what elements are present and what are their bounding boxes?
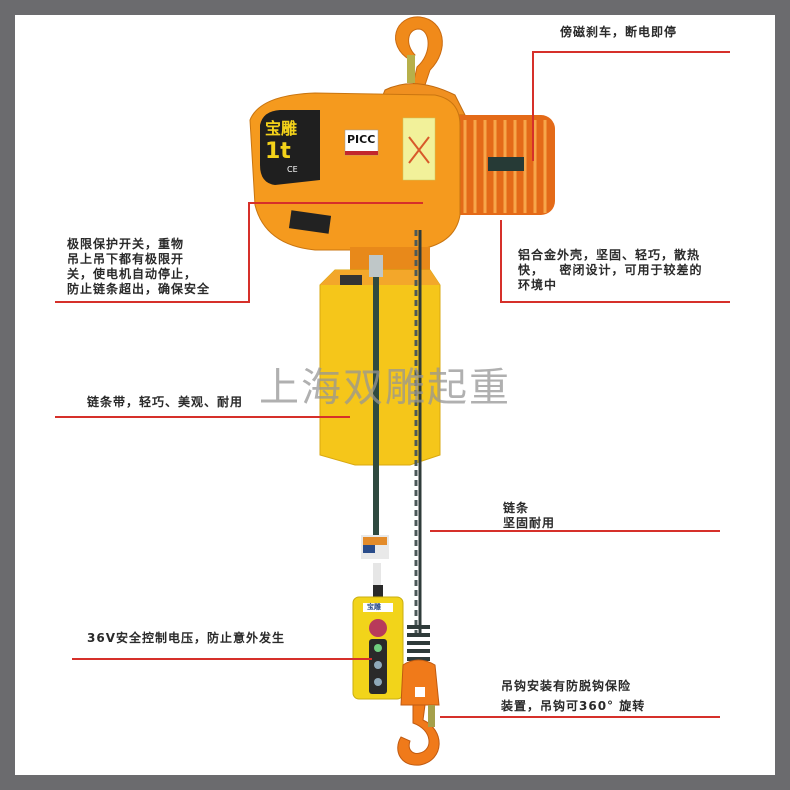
ce-mark: CE xyxy=(287,165,298,174)
leader-line-chain-bag xyxy=(55,416,350,418)
annotation-hook: 吊钩安装有防脱钩保险 装置，吊钩可360° 旋转 xyxy=(501,679,646,713)
bottom-hook-icon xyxy=(397,659,440,766)
insurance-badge: PICC xyxy=(347,133,376,146)
load-chain xyxy=(414,230,422,635)
annotation-control-voltage: 36V安全控制电压，防止意外发生 xyxy=(87,631,285,645)
leader-line-limit-h-top xyxy=(248,202,423,204)
motor-housing xyxy=(445,115,555,215)
brand-badge: 宝雕 xyxy=(265,119,298,138)
leader-line-voltage xyxy=(72,658,372,660)
chain-hoist-illustration xyxy=(249,16,555,766)
annotation-housing: 铝合金外壳，坚固、轻巧，散热 快， 密闭设计，可用于较差的 环境中 xyxy=(518,248,703,292)
top-hook-icon xyxy=(395,16,443,86)
annotation-chain: 链条 坚固耐用 xyxy=(503,501,556,530)
control-cable xyxy=(373,255,379,535)
leader-line-brake-v xyxy=(532,51,534,161)
leader-line-limit-v xyxy=(248,202,250,302)
pendant-controller xyxy=(352,585,404,700)
watermark: 上海双雕起重 xyxy=(259,365,511,411)
leader-line-brake-h xyxy=(532,51,730,53)
infographic-canvas: 傍磁刹车，断电即停 极限保护开关，重物 吊上吊下都有极限开 关，使电机自动停止，… xyxy=(15,15,775,775)
leader-line-hook xyxy=(440,716,720,718)
pendant-label: 宝雕 xyxy=(367,603,381,611)
leader-line-housing-v xyxy=(500,220,502,302)
leader-line-housing-h xyxy=(500,301,730,303)
annotation-limit-switch: 极限保护开关，重物 吊上吊下都有极限开 关，使电机自动停止， 防止链条超出，确保… xyxy=(67,237,211,296)
annotation-chain-bag: 链条带，轻巧、美观、耐用 xyxy=(87,395,244,409)
leader-line-chain xyxy=(430,530,720,532)
capacity-label: 1t xyxy=(265,139,291,164)
annotation-brake: 傍磁刹车，断电即停 xyxy=(560,25,678,39)
leader-line-limit-h-bottom xyxy=(55,301,250,303)
